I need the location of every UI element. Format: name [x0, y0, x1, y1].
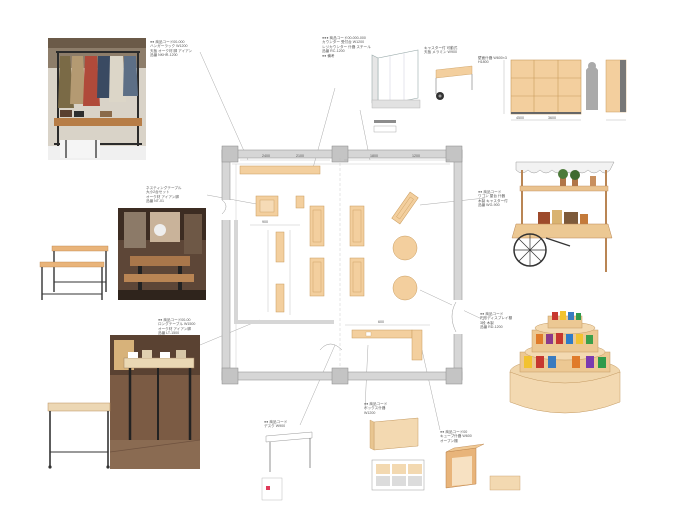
- annotation-line: 円形ディスプレイ棚: [480, 316, 513, 321]
- annotation-cart: ●● 商品コード ワゴン 屋台 什器 木製 キャスター付 品番 WG-900: [478, 190, 508, 208]
- annotation-line: W1200: [364, 410, 376, 415]
- annotation-line: ●● 商品コード: [478, 190, 502, 194]
- annotation-line: ●● 商品コード00: [440, 430, 468, 434]
- annotation-line: ロングテーブル W1500: [158, 322, 196, 327]
- console-table-illustration: [47, 402, 111, 469]
- dimension-label: 2400: [262, 154, 270, 158]
- annotation-line: 木製 キャスター付: [478, 198, 508, 203]
- annotation-long-table: ●● 商品コード00-00 ロングテーブル W1500 オーク材 アイアン脚 品…: [158, 318, 195, 336]
- cube-shelf-illustration: [445, 443, 521, 491]
- annotation-rack: ●● 商品コード00-000 ハンガーラック W1200 天板 オーク材 脚 ア…: [150, 40, 192, 58]
- annotation-line: 品番 RD-1200: [480, 325, 503, 330]
- reception-counter-illustration: [371, 49, 473, 133]
- annotation-line: カウンター 受付台 W1200: [322, 40, 365, 45]
- store-interior-photo-1: [118, 208, 206, 300]
- annotation-nesting: ネスティングテーブル 大小2台セット オーク材 アイアン脚 品番 NT-01: [146, 186, 182, 204]
- annotation-line: 品番 NKHR-1200: [150, 53, 178, 58]
- annotation-line: キャスター付 可動式: [424, 46, 458, 50]
- dimension-label: 900: [262, 220, 268, 224]
- white-desk-illustration: [261, 431, 313, 501]
- annotation-line: 品番 RC-1200: [322, 49, 345, 54]
- annotation-line: ●● 商品コード00-00: [158, 318, 191, 322]
- annotation-shelf-wall: 壁面什器 W600×3 H1800: [478, 56, 507, 65]
- annotation-line: デスク W900: [264, 424, 286, 429]
- annotation-box: ●● 商品コード ボックス什器 W1200: [364, 402, 387, 415]
- annotation-line: 壁面什器 W600×3: [478, 56, 507, 60]
- annotation-line: ハンガーラック W1200: [150, 44, 188, 49]
- nesting-tables-illustration: [39, 245, 109, 300]
- dimension-label: 2100: [296, 154, 304, 158]
- long-table-photo: [109, 335, 201, 469]
- annotation-cube: ●● 商品コード00 キューブ什器 W600 オープン棚: [440, 430, 472, 443]
- round-display-shelf-illustration: [509, 311, 621, 414]
- annotation-line: 3段 木製: [480, 320, 494, 325]
- annotation-line: 品番 LT-1500: [158, 331, 180, 336]
- annotation-line: ●● 商品コード: [480, 312, 504, 316]
- annotation-round-shelf: ●● 商品コード 円形ディスプレイ棚 3段 木製 品番 RD-1200: [480, 312, 512, 330]
- box-counter-illustration: [369, 417, 425, 491]
- dimension-label: 600: [378, 320, 384, 324]
- wall-shelf-elevation: [503, 59, 627, 121]
- annotation-line: ●● 商品コード00-000: [150, 40, 185, 44]
- annotation-line: 天板 メラミン W900: [424, 50, 457, 55]
- annotation-line: レジカウンター 什器 スチール: [322, 44, 371, 49]
- annotation-line: ワゴン 屋台 什器: [478, 194, 506, 199]
- floor-plan: [220, 145, 464, 385]
- dimension-label: 4500: [516, 116, 524, 120]
- annotation-line: キューブ什器 W600: [440, 434, 472, 439]
- dimension-label: 1800: [370, 154, 378, 158]
- annotation-counter: ●●● 商品コード00-000-000 カウンター 受付台 W1200 レジカウ…: [322, 36, 371, 58]
- annotation-line: オープン棚: [440, 438, 458, 443]
- annotation-line: オーク材 アイアン脚: [158, 326, 192, 331]
- annotation-line: ボックス什器: [364, 406, 386, 411]
- display-cart-illustration: [511, 161, 615, 272]
- clothing-rack-photo: [48, 38, 146, 160]
- annotation-counter-side: キャスター付 可動式 天板 メラミン W900: [424, 46, 457, 55]
- annotation-line: ●● 商品コード: [364, 402, 388, 406]
- dimension-label: 1200: [412, 154, 420, 158]
- annotation-line: ●● 商品コード: [264, 420, 288, 424]
- annotation-line: 天板 オーク材 脚 アイアン: [150, 48, 193, 53]
- annotation-line: ネスティングテーブル: [146, 186, 182, 190]
- annotation-line: H1800: [478, 60, 489, 65]
- annotation-line: 大小2台セット: [146, 190, 170, 195]
- annotation-line: ●●● 商品コード00-000-000: [322, 36, 366, 40]
- annotation-desk: ●● 商品コード デスク W900: [264, 420, 287, 429]
- annotation-line: ●● 備考: [322, 53, 335, 58]
- dimension-label: 3600: [548, 116, 556, 120]
- annotation-line: 品番 NT-01: [146, 199, 164, 204]
- annotation-line: オーク材 アイアン脚: [146, 194, 180, 199]
- annotation-line: 品番 WG-900: [478, 203, 500, 208]
